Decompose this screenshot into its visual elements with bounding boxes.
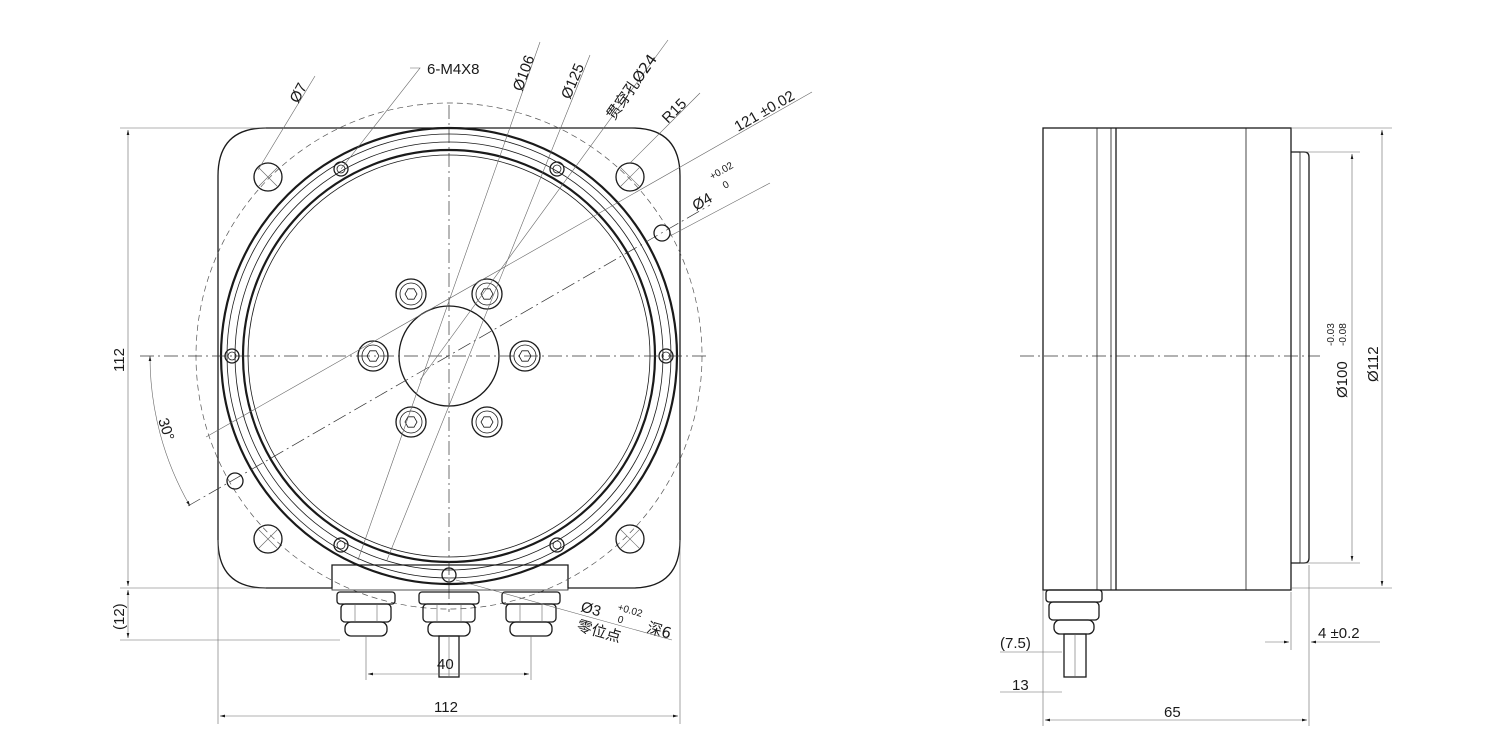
step-dim-label: 4 ±0.2	[1318, 625, 1360, 642]
zero-point-depth-label: 深6	[645, 619, 674, 643]
zero-point-hole	[441, 567, 457, 583]
connector-tab	[331, 565, 569, 591]
height-dim-label: 112	[111, 348, 128, 372]
socket-screws	[357, 278, 541, 438]
bolt-circle-label: Ø125	[558, 61, 588, 101]
corner-radius-label: R15	[659, 95, 690, 126]
width-dim-label: 112	[434, 699, 458, 716]
connector-height-label: 13	[1012, 677, 1029, 694]
offset-dim-label: (12)	[111, 603, 128, 630]
connector-offset-label: (7.5)	[1000, 635, 1031, 652]
side-body	[1042, 127, 1292, 591]
corner-hole	[253, 162, 283, 192]
length-dim-label: 65	[1164, 704, 1181, 721]
corner-hole	[615, 162, 645, 192]
pin-hole-label: Ø4	[690, 190, 716, 215]
front-view	[120, 39, 813, 724]
threaded-holes	[224, 161, 674, 553]
pin-hole-tol-upper: +0.02	[708, 160, 736, 182]
zero-point-label: 零位点	[575, 617, 623, 647]
through-hole-label: 贯穿孔Ø24	[603, 51, 661, 124]
center-distance-label: 121 ±0.02	[732, 87, 798, 135]
cable-gland-right	[501, 591, 561, 637]
side-view	[1000, 127, 1392, 726]
zero-point-hole-label: Ø3	[579, 599, 603, 621]
cable-gland-middle	[418, 591, 480, 678]
angle-label: 30°	[154, 416, 177, 443]
corner-hole	[615, 524, 645, 554]
hole-diameter-label: Ø7	[287, 80, 311, 106]
pin-hole-tol-lower: 0	[721, 179, 732, 192]
zero-point-tol-lower: 0	[616, 614, 625, 626]
shaft-tol-lower: -0.08	[1338, 323, 1349, 346]
shaft-tol-upper: -0.03	[1326, 323, 1337, 346]
outer-diameter-label: Ø112	[1365, 346, 1382, 382]
side-connector	[1045, 589, 1103, 678]
cable-gland-left	[336, 591, 396, 637]
pitch-diameter-label: Ø106	[510, 53, 539, 93]
corner-hole	[253, 524, 283, 554]
shaft-diameter-label: Ø100	[1334, 361, 1351, 398]
pin-hole	[653, 224, 671, 242]
spacing-dim-label: 40	[437, 656, 454, 673]
pin-hole	[226, 472, 244, 490]
holes-thread-label: 6-M4X8	[427, 61, 480, 78]
